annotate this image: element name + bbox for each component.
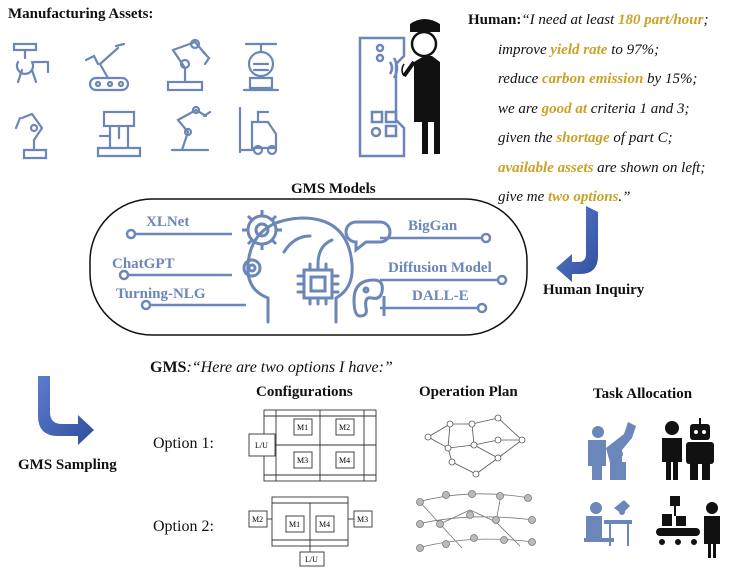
config2-m1: M1 [289, 520, 300, 529]
quote-line: “I need at least 180 part/hour; [521, 12, 708, 28]
operation-plan-title: Operation Plan [419, 384, 518, 400]
config1-m2: M2 [339, 423, 350, 432]
human-machine-illustration [358, 36, 406, 158]
operation-plan-1 [424, 414, 526, 478]
dispenser-robot-icon [242, 42, 280, 92]
quote-text: reduce [498, 71, 543, 87]
cnc-machine-icon [96, 110, 142, 158]
office-worker-icon [584, 500, 632, 546]
robot-arm-cart-icon [84, 42, 130, 92]
gms-sampling-label: GMS Sampling [18, 457, 117, 473]
human-inquiry-arrow [556, 206, 598, 282]
config2-m4: M4 [319, 520, 330, 529]
highlighted-term: two options [547, 189, 619, 205]
option-1-label: Option 1: [153, 435, 214, 452]
model-dall-e: DALL-E [412, 288, 469, 304]
gms-quote-text: :“Here are two options I have:” [186, 359, 393, 376]
quote-text: of part C; [609, 130, 673, 146]
configurations-title: Configurations [256, 384, 353, 400]
quote-text: we are [498, 100, 542, 117]
quote-text: criteria 1 and 3; [587, 100, 690, 117]
config1-m1: M1 [297, 423, 308, 432]
config2-lu: L/U [305, 555, 318, 564]
model-biggan: BigGan [408, 218, 458, 234]
worker-icon [401, 19, 440, 154]
human-label: Human: [468, 12, 522, 28]
paint-palette-icon [352, 278, 386, 318]
model-chatgpt: ChatGPT [112, 256, 175, 272]
highlighted-term: carbon emission [542, 71, 644, 87]
gms-sampling-arrow [38, 376, 94, 445]
robot-arm-icon [12, 42, 50, 84]
config2-m3: M3 [357, 515, 368, 524]
highlighted-term: 180 part/hour [618, 12, 704, 28]
quote-line: available assets are shown on left; [468, 154, 738, 184]
quote-line: reduce carbon emission by 15%; [468, 65, 738, 95]
quote-line: improve yield rate to 97%; [468, 36, 738, 66]
human-robot-collab-icon [588, 422, 636, 480]
assembly-line-icon [656, 496, 720, 558]
option-2-label: Option 2: [153, 518, 214, 535]
highlighted-term: shortage [556, 130, 610, 146]
highlighted-term: good at [541, 100, 588, 117]
quote-line: give me two options.” [468, 183, 738, 213]
config2-m2: M2 [252, 515, 263, 524]
human-inquiry-quote: Human:“I need at least 180 part/hour; im… [468, 6, 738, 213]
ai-brain-icon [246, 216, 354, 324]
config-option-1 [248, 409, 377, 482]
gms-label: GMS [150, 359, 187, 376]
quote-text: improve [498, 41, 551, 58]
model-diffusion: Diffusion Model [388, 260, 492, 276]
chat-bubble-icon [344, 220, 392, 254]
robot-arm-base-icon [170, 105, 212, 152]
welding-robot-icon [14, 112, 48, 160]
quote-text: to 97%; [607, 41, 660, 58]
config-option-2 [248, 496, 373, 567]
config1-m3: M3 [297, 456, 308, 465]
highlighted-term: yield rate [550, 41, 608, 58]
model-xlnet: XLNet [146, 214, 189, 230]
quote-text: by 15%; [643, 71, 698, 87]
quote-text: are shown on left; [593, 159, 706, 176]
task-allocation-title: Task Allocation [593, 386, 693, 402]
human-inquiry-label: Human Inquiry [543, 282, 645, 298]
quote-text: give me [498, 189, 548, 205]
quote-line: we are good at criteria 1 and 3; [468, 95, 738, 125]
robot-arm-claw-icon [166, 38, 211, 92]
gms-response: GMS:“Here are two options I have:” [150, 359, 393, 377]
gms-models-title: GMS Models [291, 181, 376, 197]
human-robot-pair-icon [662, 418, 714, 480]
quote-text: “I need at least [521, 12, 618, 28]
quote-text: ; [703, 12, 709, 28]
model-turning-nlg: Turning-NLG [116, 286, 206, 302]
quote-line: given the shortage of part C; [468, 124, 738, 154]
quote-text: .” [618, 189, 631, 205]
model-connectors [118, 228, 508, 314]
gear-icon [242, 210, 282, 278]
manufacturing-assets-title: Manufacturing Assets: [8, 6, 154, 22]
operation-plan-2 [416, 490, 536, 552]
highlighted-term: available assets [498, 159, 594, 176]
config1-m4: M4 [339, 456, 350, 465]
quote-text: given the [498, 130, 557, 146]
forklift-icon [238, 106, 278, 156]
config1-lu: L/U [255, 441, 268, 450]
gms-models-capsule [89, 198, 528, 336]
